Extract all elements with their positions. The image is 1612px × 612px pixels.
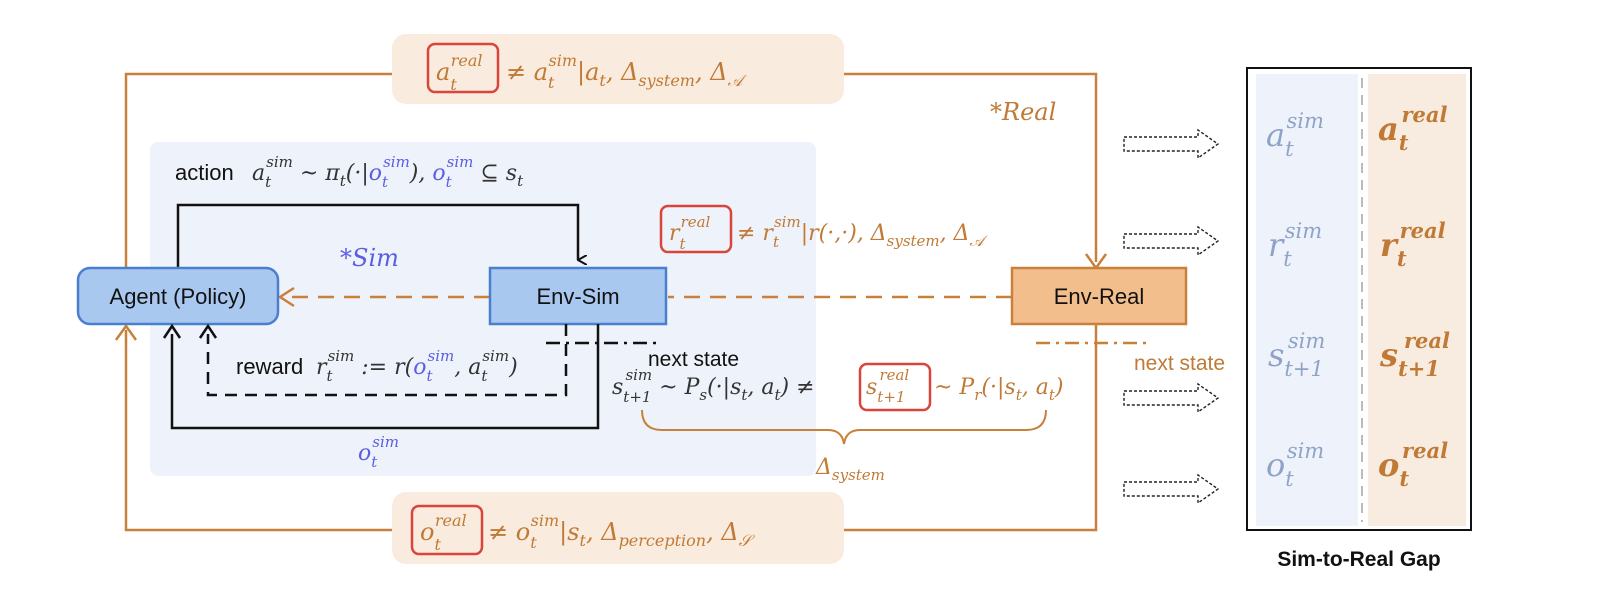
agent-node-label: Agent (Policy)	[110, 284, 247, 309]
reward-gap-red-box	[659, 204, 733, 254]
gap-arrow-action	[1123, 128, 1220, 160]
env-real-node-label: Env-Real	[1054, 284, 1144, 309]
next-state-right-label: next state	[1134, 352, 1225, 375]
env-sim-node-label: Env-Sim	[536, 284, 619, 309]
next-state-real-formula: ~ Pr(·|st, at)	[934, 375, 1063, 404]
gap-arrow-reward	[1123, 225, 1220, 257]
bottom-pill	[392, 492, 844, 564]
action-word: action	[175, 160, 234, 185]
gap-arrow-state	[1123, 382, 1220, 414]
reward-arrowhead	[198, 323, 218, 339]
action-arrow	[176, 203, 578, 268]
sim-panel	[150, 142, 816, 476]
delta-system-label: Δsystem	[815, 455, 885, 484]
agent-node[interactable]	[76, 266, 280, 326]
top-pill-red-box	[426, 42, 500, 94]
reward-dashed-loop	[206, 324, 568, 397]
reward-word: reward	[236, 354, 303, 379]
gap-real-column	[1368, 74, 1466, 526]
next-state-red-box	[858, 362, 932, 412]
observation-loop	[170, 324, 600, 430]
bottom-loop-arrowhead	[114, 323, 138, 341]
gap-real-state: st+1real	[1379, 328, 1450, 381]
env-sim-node[interactable]	[488, 266, 668, 326]
next-state-label: next state	[648, 348, 739, 371]
next-state-boxed-formula: st+1real	[866, 366, 909, 406]
sim-tag: *Sim	[340, 244, 399, 272]
env-real-node[interactable]	[1010, 266, 1188, 326]
top-pill	[392, 34, 844, 104]
delta-system-brace	[641, 409, 1047, 445]
top-pill-formula: ≠ atsim|at, Δsystem, Δ𝒜	[506, 51, 748, 92]
bottom-pill-red-box	[410, 504, 484, 556]
gap-arrow-observation	[1123, 473, 1220, 505]
gap-arrows	[1123, 128, 1220, 505]
gap-title: Sim-to-Real Gap	[1277, 548, 1440, 571]
real-tag: *Real	[990, 98, 1056, 126]
observation-arrowhead	[162, 323, 182, 339]
sim-to-agent-arrowhead	[277, 286, 295, 308]
bottom-pill-formula: ≠ otsim|st, Δperception, Δ𝒮	[488, 511, 756, 552]
gap-sim-column	[1256, 74, 1358, 526]
